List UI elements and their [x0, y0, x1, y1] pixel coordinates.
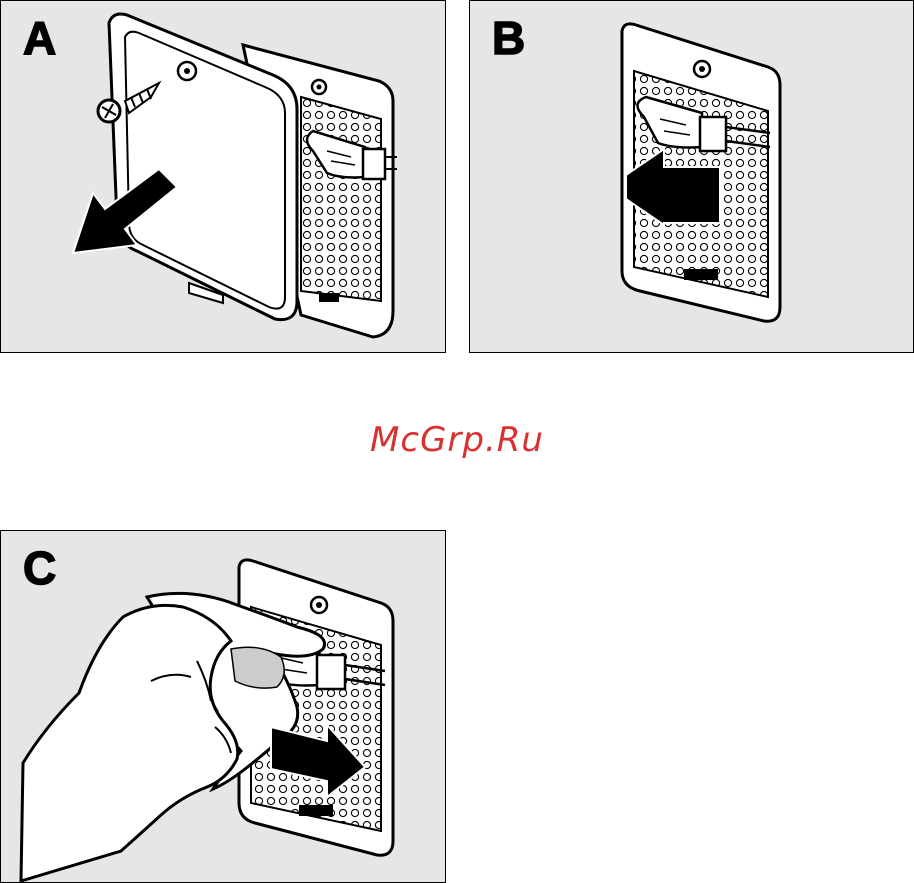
panel-b-drawing: [470, 1, 914, 353]
panel-a-drawing: [1, 1, 446, 353]
panel-a: A: [0, 0, 446, 353]
watermark-text: McGrp.Ru: [0, 420, 914, 460]
panel-c: C: [0, 530, 446, 883]
panel-b: B: [469, 0, 914, 353]
panel-c-drawing: [1, 531, 446, 883]
